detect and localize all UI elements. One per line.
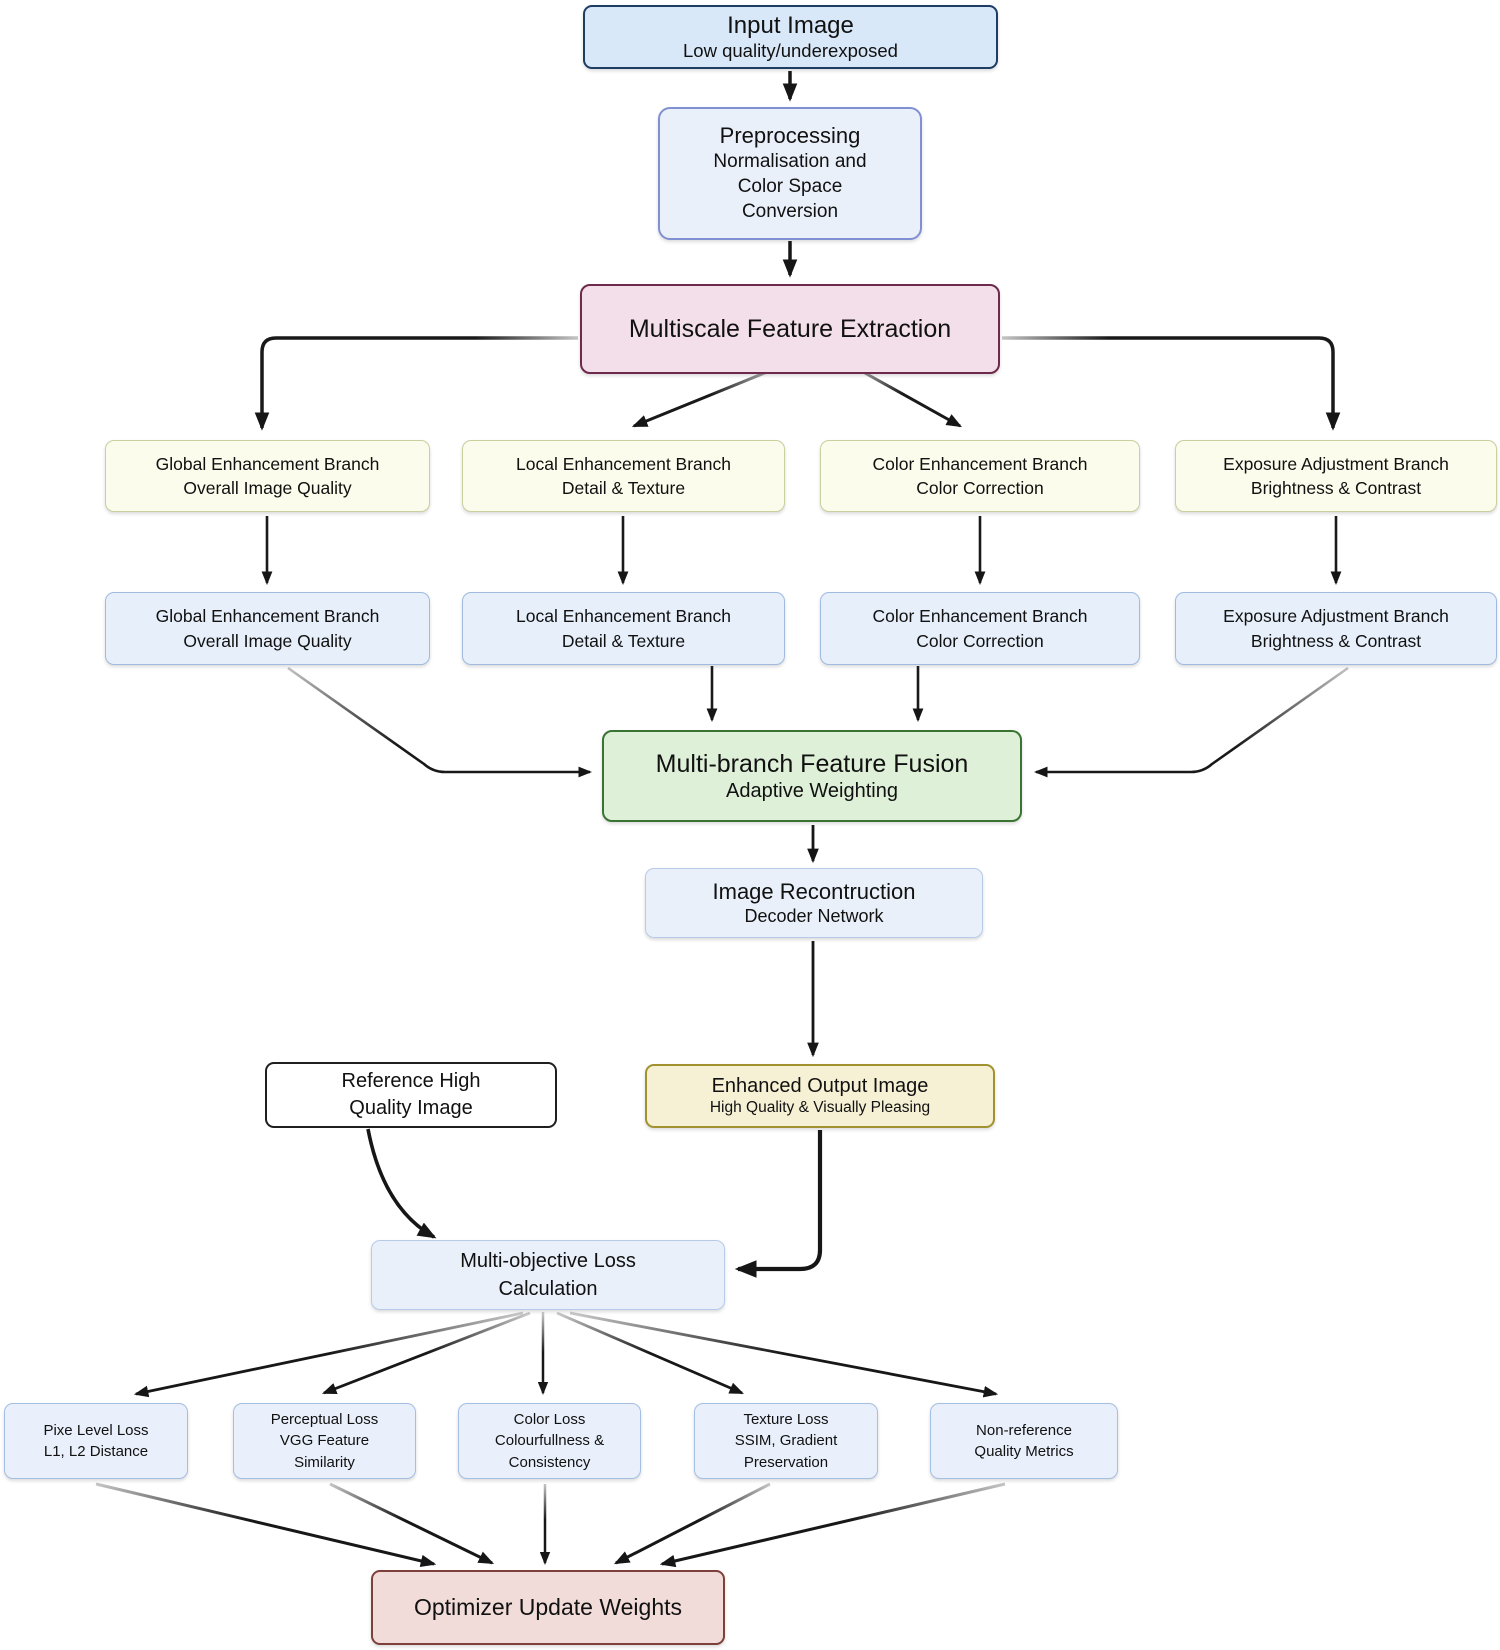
arrow-losscalc-to-texture-loss	[556, 1311, 745, 1395]
node-local-branch-output: Local Enhancement Branch Detail & Textur…	[462, 592, 785, 665]
node-text: Exposure Adjustment Branch Brightness & …	[1223, 606, 1449, 651]
node-title: Optimizer Update Weights	[413, 1594, 682, 1620]
arrow-multiscale-to-global	[254, 336, 578, 431]
node-color-branch-output: Color Enhancement Branch Color Correctio…	[820, 592, 1140, 665]
node-feature-fusion: Multi-branch Feature Fusion Adaptive Wei…	[602, 730, 1022, 822]
node-local-branch-features: Local Enhancement Branch Detail & Textur…	[462, 440, 785, 512]
node-text: Color Loss Colourfullness & Consistency	[494, 1411, 605, 1471]
arrow-enhanced-to-losscalc	[734, 1130, 823, 1278]
arrow-quality-metrics-to-optimizer	[659, 1482, 1006, 1568]
node-multiscale-feature-extraction: Multiscale Feature Extraction	[580, 284, 1000, 374]
node-global-branch-features: Global Enhancement Branch Overall Image …	[105, 440, 430, 512]
node-color-loss: Color Loss Colourfullness & Consistency	[458, 1403, 641, 1479]
node-title: Input Image	[727, 12, 854, 40]
node-global-branch-output: Global Enhancement Branch Overall Image …	[105, 592, 430, 665]
node-perceptual-loss: Perceptual Loss VGG Feature Similarity	[233, 1403, 416, 1479]
node-title: Image Recontruction	[712, 878, 916, 904]
arrow-multiscale-to-local	[631, 368, 773, 428]
arrow-multiscale-to-color	[855, 366, 963, 428]
node-text: Local Enhancement Branch Detail & Textur…	[516, 606, 731, 651]
node-loss-calculation: Multi-objective Loss Calculation	[371, 1240, 725, 1310]
node-subtitle: Normalisation and Color Space Conversion	[713, 151, 867, 223]
arrow-perceptual-loss-to-optimizer	[329, 1482, 495, 1565]
node-text: Global Enhancement Branch Overall Image …	[155, 453, 380, 498]
node-text: Local Enhancement Branch Detail & Textur…	[516, 453, 731, 498]
arrow-losscalc-to-quality-metrics	[569, 1311, 999, 1398]
node-subtitle: High Quality & Visually Pleasing	[709, 1098, 931, 1116]
arrow-losscalc-to-pixel-loss	[133, 1311, 524, 1398]
node-title: Multi-branch Feature Fusion	[655, 749, 969, 778]
node-text: Color Enhancement Branch Color Correctio…	[872, 606, 1088, 651]
arrow-texture-loss-to-optimizer	[613, 1482, 771, 1565]
arrow-global2-to-fusion	[287, 666, 593, 778]
node-text: Global Enhancement Branch Overall Image …	[155, 606, 380, 651]
arrow-losscalc-to-perceptual-loss	[321, 1311, 531, 1395]
node-reference-image: Reference High Quality Image	[265, 1062, 557, 1128]
node-enhanced-output: Enhanced Output Image High Quality & Vis…	[645, 1064, 995, 1128]
node-color-branch-features: Color Enhancement Branch Color Correctio…	[820, 440, 1140, 512]
node-text: Non-reference Quality Metrics	[974, 1421, 1074, 1460]
node-texture-loss: Texture Loss SSIM, Gradient Preservation	[694, 1403, 878, 1479]
node-text: Perceptual Loss VGG Feature Similarity	[270, 1411, 379, 1471]
arrow-pixel-loss-to-optimizer	[95, 1482, 437, 1568]
node-text: Pixe Level Loss L1, L2 Distance	[43, 1421, 149, 1460]
node-text: Reference High Quality Image	[341, 1070, 481, 1119]
arrow-exposure2-to-fusion	[1033, 666, 1349, 778]
node-quality-metrics: Non-reference Quality Metrics	[930, 1403, 1118, 1479]
node-subtitle: Decoder Network	[744, 905, 884, 926]
node-title: Preprocessing	[719, 122, 861, 148]
node-subtitle: Adaptive Weighting	[726, 779, 898, 802]
node-title: Multiscale Feature Extraction	[628, 314, 952, 343]
node-exposure-branch-output: Exposure Adjustment Branch Brightness & …	[1175, 592, 1497, 665]
node-text: Texture Loss SSIM, Gradient Preservation	[734, 1411, 838, 1471]
node-exposure-branch-features: Exposure Adjustment Branch Brightness & …	[1175, 440, 1497, 512]
node-subtitle: Low quality/underexposed	[683, 39, 898, 61]
arrow-reference-to-losscalc	[366, 1128, 437, 1239]
node-input-image: Input Image Low quality/underexposed	[583, 5, 998, 69]
node-text: Exposure Adjustment Branch Brightness & …	[1223, 453, 1449, 498]
node-preprocessing: Preprocessing Normalisation and Color Sp…	[658, 107, 922, 240]
node-optimizer: Optimizer Update Weights	[371, 1570, 725, 1645]
node-title: Enhanced Output Image	[711, 1074, 929, 1097]
arrow-multiscale-to-exposure	[1002, 336, 1341, 431]
node-text: Multi-objective Loss Calculation	[460, 1250, 636, 1300]
node-text: Color Enhancement Branch Color Correctio…	[872, 453, 1088, 498]
node-pixel-loss: Pixe Level Loss L1, L2 Distance	[4, 1403, 188, 1479]
node-image-reconstruction: Image Recontruction Decoder Network	[645, 868, 983, 938]
